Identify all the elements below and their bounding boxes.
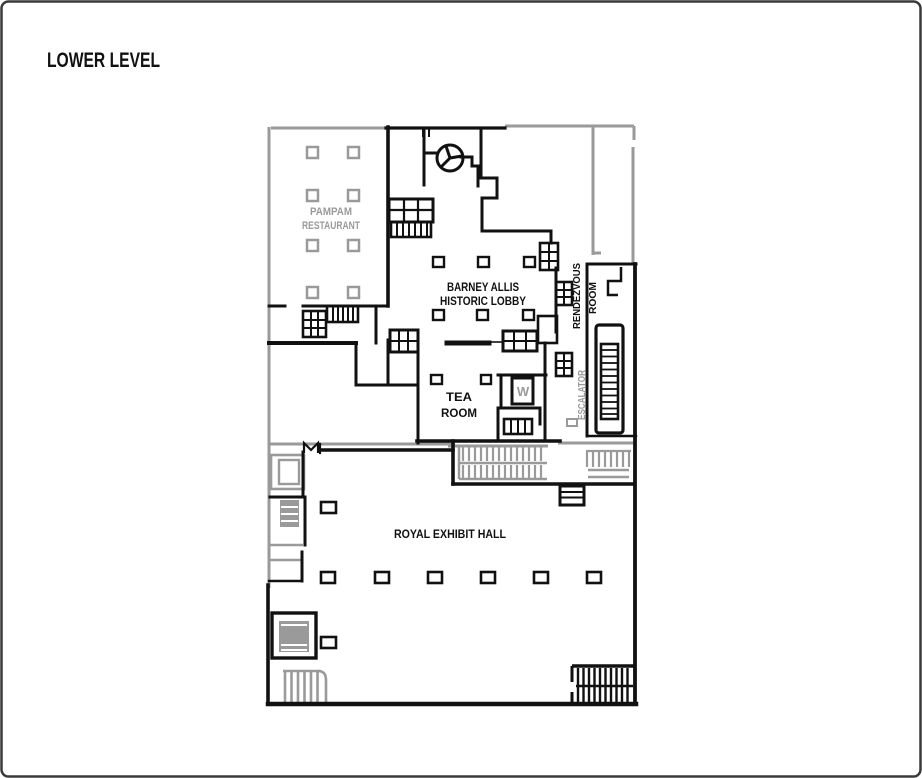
tea-room-label-line2: ROOM bbox=[441, 408, 477, 420]
lobby-columns bbox=[429, 255, 537, 386]
rendezvous-label-line1: RENDEZVOUS bbox=[571, 263, 583, 329]
lobby-label-line2: HISTORIC LOBBY bbox=[440, 296, 526, 308]
womens-room-label: W bbox=[517, 384, 530, 399]
stair-bottom-left-gray bbox=[283, 669, 328, 702]
rendezvous-label-line2: ROOM bbox=[587, 282, 599, 314]
pampam-columns bbox=[305, 145, 361, 300]
spiral-stair-icon bbox=[435, 143, 465, 173]
tea-room-label-line1: TEA bbox=[446, 392, 472, 404]
exhibit-hall-label: ROYAL EXHIBIT HALL bbox=[394, 527, 506, 541]
lobby-label-line1: BARNEY ALLIS bbox=[447, 282, 519, 294]
stair-right-gray bbox=[585, 449, 631, 479]
pampam-label-line1: PAMPAM bbox=[310, 206, 352, 218]
exhibit-hall-columns bbox=[319, 500, 603, 650]
stair-main-gray bbox=[448, 444, 548, 481]
double-door-symbol bbox=[302, 440, 320, 453]
elevator-left-lower bbox=[279, 621, 309, 652]
stair-bottom-right bbox=[570, 664, 634, 703]
stair-blocks bbox=[301, 197, 586, 507]
black-walls bbox=[265, 125, 639, 707]
page-title: LOWER LEVEL bbox=[47, 48, 160, 72]
gray-walls bbox=[267, 124, 636, 588]
stair-direction-mark bbox=[606, 267, 623, 297]
escalator-symbol bbox=[594, 323, 625, 435]
pampam-label-line2: RESTAURANT bbox=[302, 220, 360, 232]
escalator-label: ESCALATOR bbox=[577, 369, 588, 420]
elevator-left-upper bbox=[280, 500, 299, 527]
